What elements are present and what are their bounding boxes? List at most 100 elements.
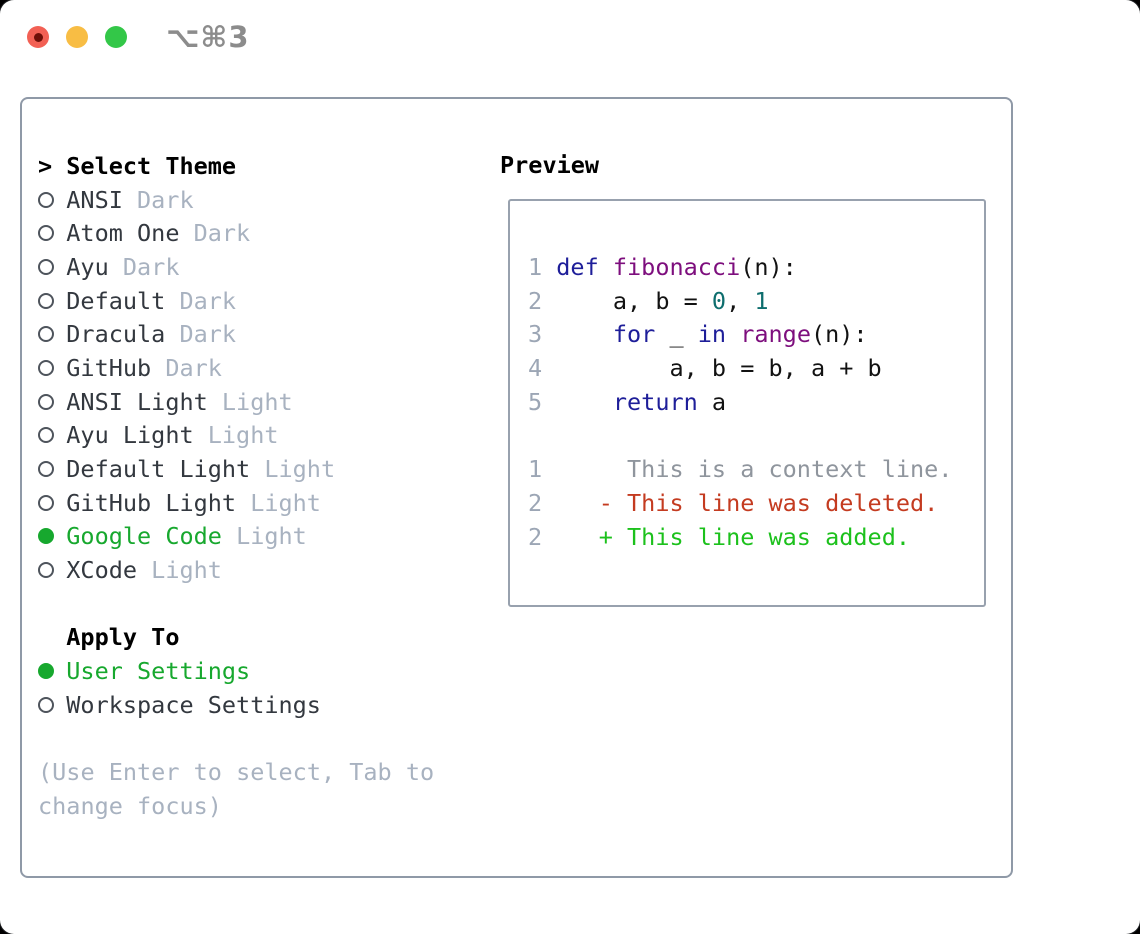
radio-unselected-icon — [38, 225, 66, 241]
theme-option[interactable]: GitHub Dark — [38, 351, 434, 385]
unsaved-dot-icon — [33, 32, 43, 42]
theme-variant-label: Dark — [165, 353, 222, 382]
panel-title: Select Theme — [66, 151, 237, 180]
code-segment — [599, 253, 613, 281]
code-segment: _ — [655, 320, 698, 349]
radio-unselected-icon — [38, 192, 66, 208]
code-segment: for — [612, 320, 656, 349]
code-segment: def — [556, 253, 599, 281]
maximize-button[interactable] — [105, 26, 127, 48]
cursor-marker: > — [38, 151, 53, 180]
code-segment: 0 — [711, 286, 727, 315]
option-label: Ayu — [66, 252, 109, 281]
theme-option[interactable]: ANSI Light Light — [38, 385, 434, 419]
select-theme-header: > Select Theme — [38, 149, 434, 183]
code-segment — [556, 320, 613, 348]
radio-unselected-icon — [38, 360, 66, 376]
theme-option[interactable]: Ayu Dark — [38, 250, 434, 284]
option-label: GitHub — [66, 353, 152, 382]
theme-variant-label: Dark — [122, 252, 180, 281]
apply-to-option[interactable]: Workspace Settings — [38, 688, 434, 722]
code-segment: , — [726, 286, 755, 315]
spacer — [38, 722, 434, 756]
diff-sample-block: 1 This is a context line.2 - This line w… — [528, 453, 984, 554]
code-segment: return — [612, 387, 698, 416]
diff-line: 1 This is a context line. — [528, 453, 984, 487]
code-segment — [556, 489, 598, 517]
theme-option[interactable]: Atom One Dark — [38, 216, 434, 250]
code-segment — [556, 523, 598, 551]
option-label: Default Light — [66, 455, 251, 484]
code-segment: + This line was added. — [598, 522, 910, 551]
theme-variant-label: Light — [221, 387, 293, 416]
code-line: 3 for _ in range(n): — [528, 318, 984, 352]
line-number: 3 — [528, 320, 543, 349]
titlebar: ⌥⌘3 — [0, 0, 1140, 75]
radio-unselected-icon — [38, 697, 66, 713]
radio-unselected-icon — [38, 326, 66, 342]
theme-variant-label: Light — [151, 556, 222, 585]
radio-unselected-icon — [38, 495, 66, 511]
theme-option[interactable]: Ayu Light Light — [38, 419, 434, 453]
theme-variant-label: Light — [207, 421, 279, 450]
code-segment: This is a context line. — [556, 455, 953, 484]
theme-option[interactable]: Dracula Dark — [38, 317, 434, 351]
help-text-line: (Use Enter to select, Tab to — [38, 758, 435, 787]
theme-variant-label: Light — [250, 488, 321, 517]
radio-unselected-icon — [38, 461, 66, 477]
code-segment: fibonacci — [612, 253, 741, 281]
code-segment: (n): — [740, 253, 797, 281]
radio-selected-icon — [38, 663, 66, 679]
minimize-button[interactable] — [66, 26, 88, 48]
theme-variant-label: Dark — [179, 286, 237, 315]
theme-variant-label: Dark — [179, 320, 237, 349]
option-label: Ayu Light — [66, 421, 194, 450]
close-button[interactable] — [27, 26, 49, 48]
line-number: 2 — [528, 286, 543, 315]
option-label: Workspace Settings — [66, 690, 321, 719]
line-number: 4 — [528, 354, 543, 383]
apply-to-option[interactable]: User Settings — [38, 654, 434, 688]
code-segment: 1 — [754, 286, 769, 315]
option-label: ANSI — [66, 185, 123, 214]
code-segment: a — [697, 387, 727, 416]
option-label: Dracula — [66, 320, 166, 349]
option-label: Default — [66, 286, 166, 315]
code-segment — [556, 388, 613, 416]
theme-variant-label: Dark — [193, 219, 251, 248]
code-segment: (n): — [810, 320, 868, 349]
line-number: 1 — [528, 455, 543, 484]
theme-variant-label: Light — [264, 455, 336, 484]
apply-to-header: Apply To — [38, 621, 434, 655]
apply-to-title: Apply To — [66, 623, 180, 652]
theme-option[interactable]: Default Dark — [38, 284, 434, 318]
traffic-lights — [27, 26, 127, 48]
theme-option[interactable]: Default Light Light — [38, 452, 434, 486]
diff-line: 2 + This line was added. — [528, 521, 984, 555]
option-label: XCode — [66, 556, 138, 585]
code-segment: in — [697, 320, 727, 349]
spacer — [38, 587, 434, 621]
code-segment — [726, 320, 740, 348]
code-line: 4 a, b = b, a + b — [528, 352, 984, 386]
code-segment: a, b = — [556, 286, 712, 315]
code-segment: range — [740, 320, 811, 349]
preview-title: Preview — [500, 151, 600, 179]
code-line: 2 a, b = 0, 1 — [528, 285, 984, 319]
window-title-shortcut: ⌥⌘3 — [166, 20, 250, 54]
option-label: Atom One — [66, 219, 180, 248]
option-label: ANSI Light — [66, 387, 208, 416]
radio-unselected-icon — [38, 427, 66, 443]
theme-option[interactable]: XCode Light — [38, 553, 434, 587]
